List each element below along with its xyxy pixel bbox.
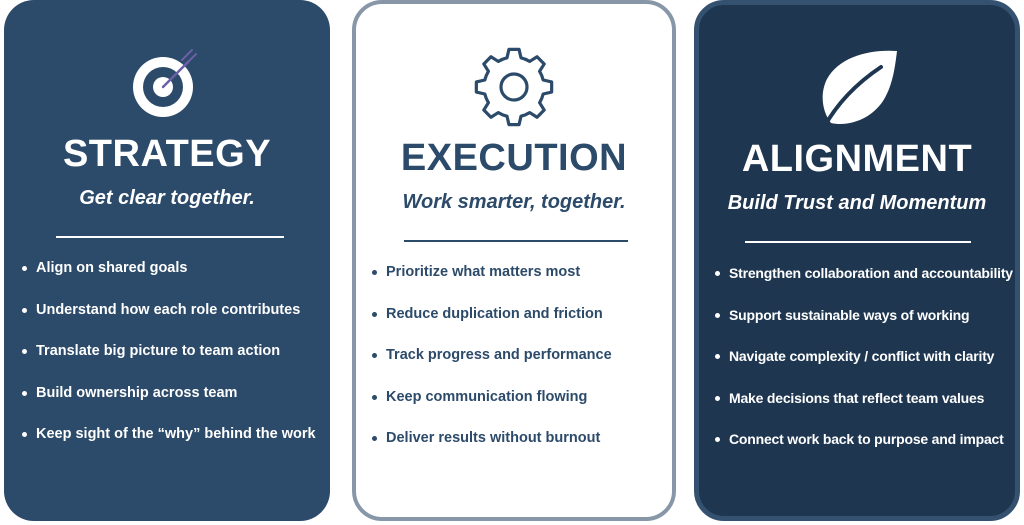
leaf-icon [699, 43, 1015, 133]
list-item: Keep sight of the “why” behind the work [22, 424, 322, 444]
list-item: Prioritize what matters most [372, 262, 666, 282]
list-item: Understand how each role contributes [22, 300, 322, 320]
card-title: STRATEGY [62, 133, 272, 175]
list-item: Build ownership across team [22, 383, 322, 403]
gear-icon [356, 42, 672, 132]
card-subtitle: Get clear together. [79, 187, 255, 209]
execution-card: EXECUTION Work smarter, together. Priori… [352, 0, 676, 521]
list-item: Support sustainable ways of working [715, 305, 1011, 325]
card-subtitle: Build Trust and Momentum [727, 192, 987, 214]
list-item: Reduce duplication and friction [372, 304, 666, 324]
list-item: Translate big picture to team action [22, 341, 322, 361]
strategy-card: STRATEGY Get clear together. Align on sh… [4, 0, 330, 521]
card-subtitle: Work smarter, together. [402, 191, 626, 213]
divider [56, 236, 284, 238]
list-item: Strengthen collaboration and accountabil… [715, 263, 1013, 283]
card-title: EXECUTION [400, 137, 628, 179]
list-item: Navigate complexity / conflict with clar… [715, 346, 1011, 366]
bullet-list: Align on shared goals Understand how eac… [22, 258, 322, 466]
bullet-list: Prioritize what matters most Reduce dupl… [372, 262, 666, 470]
list-item: Deliver results without burnout [372, 428, 666, 448]
list-item: Keep communication flowing [372, 387, 666, 407]
card-title: ALIGNMENT [741, 138, 973, 180]
list-item: Track progress and performance [372, 345, 666, 365]
bullet-list: Strengthen collaboration and accountabil… [715, 263, 1013, 471]
divider [404, 240, 628, 242]
alignment-card: ALIGNMENT Build Trust and Momentum Stren… [694, 0, 1020, 521]
target-icon [4, 38, 330, 128]
list-item: Connect work back to purpose and impact [715, 429, 1011, 449]
list-item: Make decisions that reflect team values [715, 388, 1011, 408]
divider [745, 241, 971, 243]
list-item: Align on shared goals [22, 258, 322, 278]
